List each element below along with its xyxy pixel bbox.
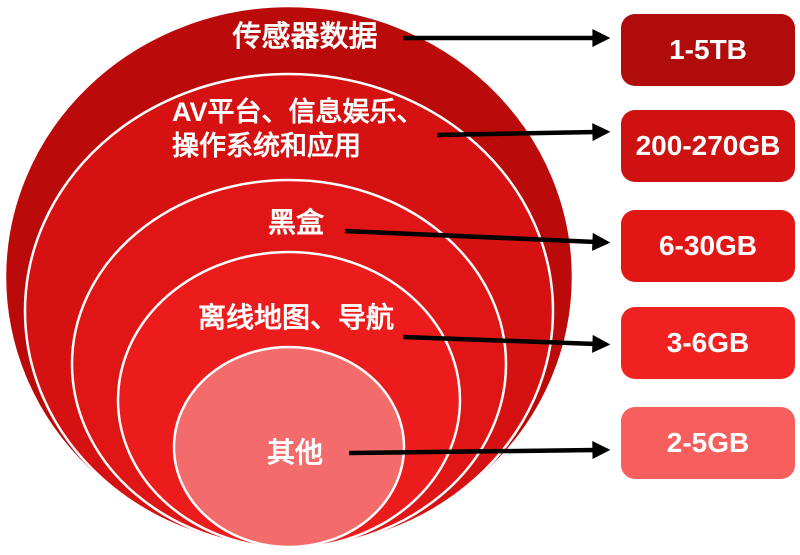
ring-label-black-box: 黑盒: [268, 206, 325, 238]
arrow-av-platform: [436, 123, 611, 142]
ring-label-offline-maps: 离线地图、导航: [198, 301, 394, 333]
badge-value-offline-maps: 3-6GB: [667, 327, 749, 358]
arrow-offline-maps: [402, 334, 611, 353]
ring-label-av-platform-line2: 操作系统和应用: [172, 130, 361, 161]
ring-label-av-platform-line1: AV平台、信息娱乐、: [172, 96, 424, 127]
badge-black-box: [621, 210, 795, 282]
ring-label-other: 其他: [267, 437, 323, 468]
badge-value-other: 2-5GB: [667, 427, 749, 458]
arrow-other: [348, 441, 611, 460]
ring-other: [172, 345, 406, 549]
badge-other: [621, 407, 795, 479]
ring-label-sensor-data: 传感器数据: [231, 20, 377, 53]
arrow-black-box: [344, 228, 611, 251]
badge-offline-maps: [621, 307, 795, 379]
badge-value-sensor-data: 1-5TB: [669, 34, 747, 65]
badge-value-black-box: 6-30GB: [659, 230, 757, 261]
badge-av-platform: [621, 110, 795, 182]
badge-value-av-platform: 200-270GB: [636, 130, 781, 161]
badge-sensor-data: [621, 14, 795, 86]
